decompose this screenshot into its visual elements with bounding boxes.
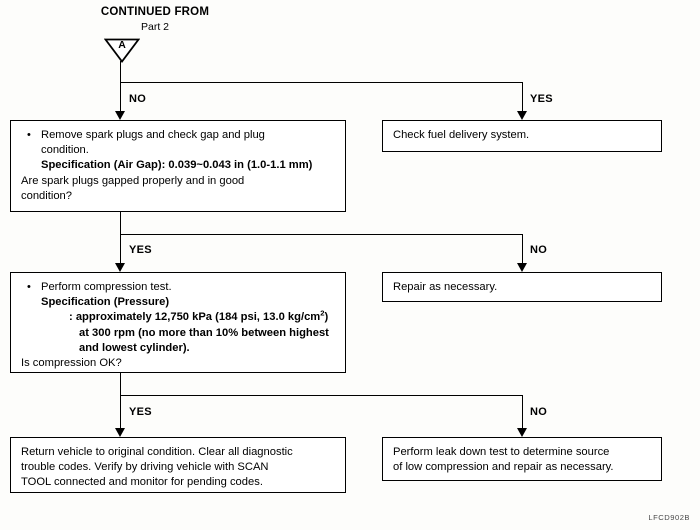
branch2-right-label: NO xyxy=(530,244,548,256)
branch2-bus xyxy=(120,234,522,235)
compression-spec-value-a: : approximately 12,750 kPa (184 psi, 13.… xyxy=(21,308,336,325)
branch2-left-line xyxy=(120,234,121,263)
branch2-right-line xyxy=(522,234,523,263)
box-repair: Repair as necessary. xyxy=(382,272,662,302)
compression-spec-value-b: at 300 rpm (no more than 10% between hig… xyxy=(79,326,329,339)
branch2-left-arrow xyxy=(115,263,125,272)
connector-a: A xyxy=(104,38,140,63)
spark-plug-line2: condition. xyxy=(41,144,89,157)
spark-plug-question1: Are spark plugs gapped properly and in g… xyxy=(21,174,245,187)
branch3-left-line xyxy=(120,395,121,428)
box-spark-plug-check: Remove spark plugs and check gap and plu… xyxy=(10,120,346,212)
spark-plug-question2: condition? xyxy=(21,189,73,202)
branch3-right-arrow xyxy=(517,428,527,437)
branch1-left-arrow xyxy=(115,111,125,120)
leak-down-line2: of low compression and repair as necessa… xyxy=(393,461,614,474)
connector-a-label: A xyxy=(118,39,126,51)
box1-exit-line xyxy=(120,212,121,234)
fuel-delivery-text: Check fuel delivery system. xyxy=(393,129,530,141)
box-compression-test: Perform compression test. Specification … xyxy=(10,272,346,373)
compression-spec-value-c: and lowest cylinder). xyxy=(79,341,190,354)
branch3-right-label: NO xyxy=(530,406,548,418)
return-vehicle-line3: TOOL connected and monitor for pending c… xyxy=(21,476,263,489)
spark-plug-line1: Remove spark plugs and check gap and plu… xyxy=(21,128,336,143)
box-return-vehicle: Return vehicle to original condition. Cl… xyxy=(10,437,346,493)
box-fuel-delivery: Check fuel delivery system. xyxy=(382,120,662,152)
branch2-left-label: YES xyxy=(129,244,152,256)
repair-text: Repair as necessary. xyxy=(393,281,498,293)
return-vehicle-line2: trouble codes. Verify by driving vehicle… xyxy=(21,461,269,474)
branch3-bus xyxy=(120,395,522,396)
compression-spec-superscript: 2 xyxy=(320,308,325,318)
leak-down-line1: Perform leak down test to determine sour… xyxy=(393,446,610,458)
branch1-bus xyxy=(120,82,522,83)
branch2-right-arrow xyxy=(517,263,527,272)
compression-spec-label: Specification (Pressure) xyxy=(41,296,170,309)
return-vehicle-line1: Return vehicle to original condition. Cl… xyxy=(21,446,293,458)
branch3-right-line xyxy=(522,395,523,428)
branch1-left-label: NO xyxy=(129,93,147,105)
branch3-left-label: YES xyxy=(129,406,152,418)
branch1-left-line xyxy=(120,82,121,111)
branch3-left-arrow xyxy=(115,428,125,437)
spark-plug-spec: Specification (Air Gap): 0.039~0.043 in … xyxy=(41,159,313,172)
branch1-right-label: YES xyxy=(530,93,553,105)
compression-spec-value-a-close: ) xyxy=(324,311,329,324)
box3-exit-line xyxy=(120,373,121,395)
compression-line1: Perform compression test. xyxy=(21,280,336,295)
figure-code: LFCD902B xyxy=(648,513,690,522)
compression-spec-value-a-text: : approximately 12,750 kPa (184 psi, 13.… xyxy=(69,311,321,324)
page-title: CONTINUED FROM xyxy=(100,6,210,18)
compression-question: Is compression OK? xyxy=(21,357,122,370)
branch1-right-line xyxy=(522,82,523,111)
connector-stem xyxy=(120,61,121,82)
box-leak-down-test: Perform leak down test to determine sour… xyxy=(382,437,662,481)
page-subtitle: Part 2 xyxy=(140,21,169,33)
branch1-right-arrow xyxy=(517,111,527,120)
